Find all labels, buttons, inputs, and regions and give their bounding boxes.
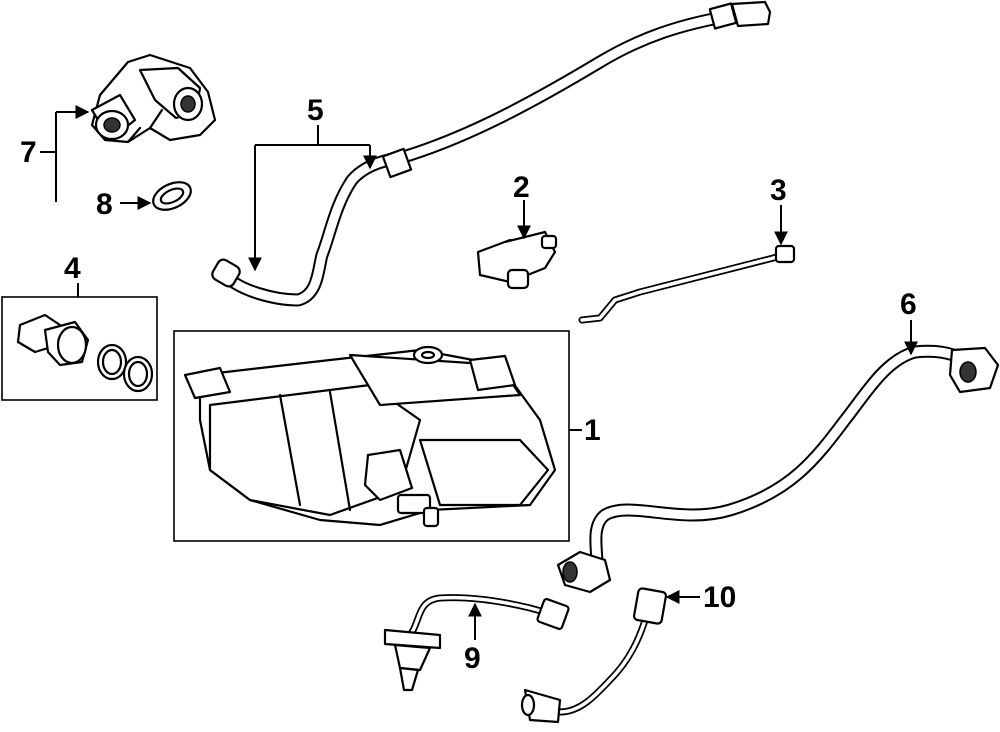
callout-7-8-leader xyxy=(40,105,152,210)
part-7-sensor xyxy=(90,53,217,144)
part-3-pipe xyxy=(578,244,796,324)
callout-3: 3 xyxy=(770,174,787,207)
callout-1: 1 xyxy=(584,414,601,447)
part-1-box xyxy=(173,330,570,542)
callout-6: 6 xyxy=(900,288,917,321)
part-10-sensor xyxy=(520,587,668,724)
part-8-o-ring xyxy=(152,181,192,211)
part-6-hose xyxy=(556,344,1000,594)
callout-2: 2 xyxy=(513,171,530,204)
callout-8: 8 xyxy=(96,188,113,221)
part-4-valve xyxy=(16,313,154,393)
callout-9: 9 xyxy=(464,642,481,675)
part-4-box xyxy=(1,296,158,401)
callout-5: 5 xyxy=(307,94,324,127)
part-9-sensor xyxy=(383,594,570,692)
part-2-solenoid xyxy=(476,230,558,290)
callout-7: 7 xyxy=(20,136,37,169)
part-1-canister xyxy=(183,345,557,528)
callout-10: 10 xyxy=(703,581,736,614)
callout-5-leader xyxy=(248,125,377,272)
callout-4: 4 xyxy=(64,252,81,285)
